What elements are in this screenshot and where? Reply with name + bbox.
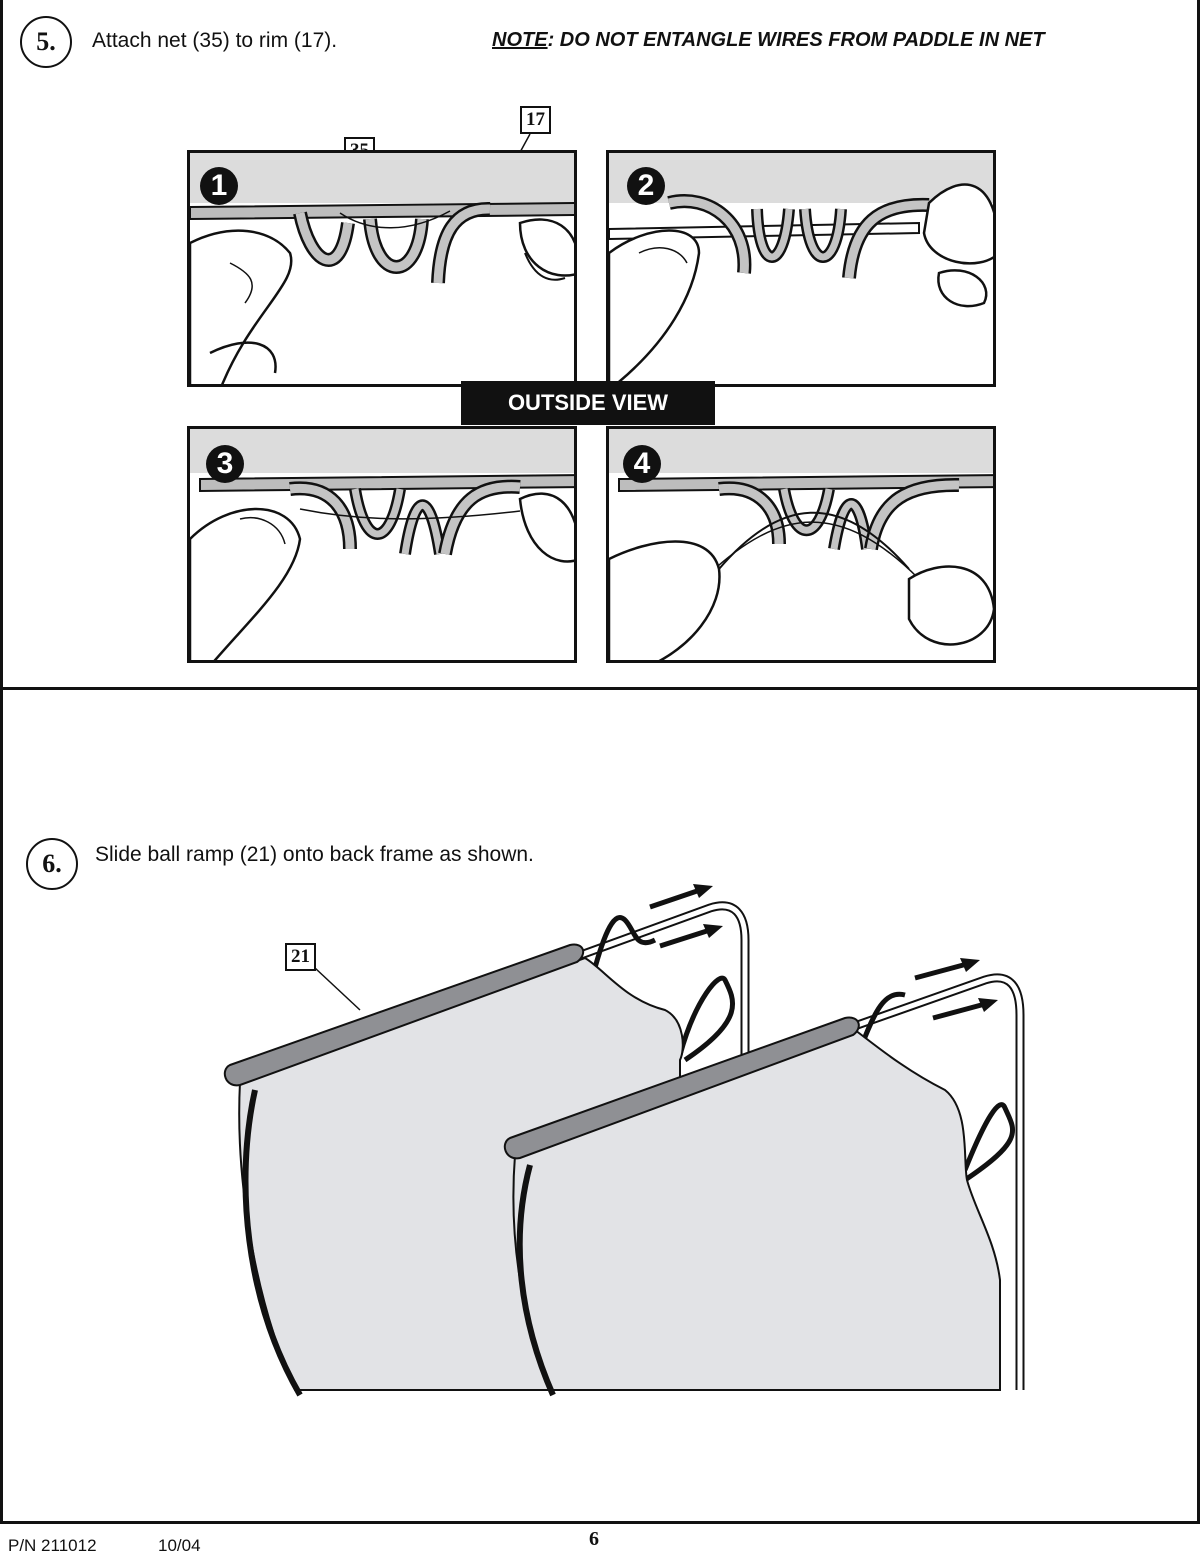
part-number: P/N 211012 [8,1536,97,1555]
panel-3: 3 [187,426,577,663]
callout-ramp: 21 [285,943,316,971]
panel-2-illustration [609,153,993,384]
panel-4: 4 [606,426,996,663]
outside-view-label: OUTSIDE VIEW [461,381,715,425]
panel-3-illustration [190,429,574,660]
panel-4-illustration [609,429,993,660]
ball-ramp-illustration [223,884,1025,1397]
note-prefix: NOTE [492,29,548,51]
note-text: : DO NOT ENTANGLE WIRES FROM PADDLE IN N… [547,29,1045,51]
callout-rim: 17 [520,106,551,134]
revision-date: 10/04 [158,1536,201,1555]
panel-3-number: 3 [206,445,244,483]
panel-2-number: 2 [627,167,665,205]
panel-1: 1 [187,150,577,387]
panel-4-number: 4 [623,445,661,483]
step5-instruction: Attach net (35) to rim (17). [92,29,338,52]
panel-1-illustration [190,153,574,384]
panel-1-number: 1 [200,167,238,205]
step6-instruction: Slide ball ramp (21) onto back frame as … [95,843,534,866]
step5-section [0,0,1200,690]
callout-leaders [366,133,531,200]
step6-section [0,690,1200,1524]
panel-2: 2 [606,150,996,387]
step6-number: 6. [26,838,78,890]
page-number: 6 [589,1528,599,1550]
step5-number: 5. [20,16,72,68]
step5-note: NOTE: DO NOT ENTANGLE WIRES FROM PADDLE … [492,29,1045,52]
